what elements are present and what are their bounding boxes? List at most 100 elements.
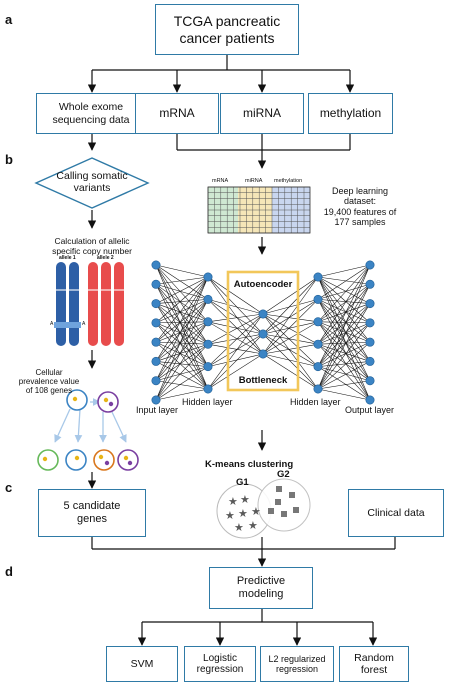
clinical-data-box: Clinical data <box>348 489 444 537</box>
cell-mutation-dots <box>42 396 133 466</box>
hidden-layer-left-label: Hidden layer <box>182 397 233 407</box>
mirna-box: miRNA <box>220 93 304 134</box>
copy-number-label: Calculation of allelic specific copy num… <box>52 236 132 256</box>
panel-label-b: b <box>5 152 13 167</box>
calling-variants-label: Calling somatic variants <box>56 170 128 195</box>
bottleneck-label: Bottleneck <box>238 375 288 386</box>
model-random-forest-box: Random forest <box>339 646 409 682</box>
network-node-1-3 <box>203 339 213 349</box>
kmeans-clusters: ★★ ★★★ ★★ <box>216 478 311 539</box>
svg-text:★: ★ <box>225 509 235 522</box>
cell-root <box>66 389 88 411</box>
svg-text:★: ★ <box>240 493 250 506</box>
top-connectors <box>87 55 396 646</box>
mrna-box: mRNA <box>135 93 219 134</box>
cell-leaf-1 <box>37 449 59 471</box>
network-node-3-3 <box>313 339 323 349</box>
dataset-header-methylation: methylation <box>274 178 303 184</box>
cluster-g2 <box>257 478 311 532</box>
cell-leaf-2 <box>65 449 87 471</box>
dataset-header-mrna: mRNA <box>212 178 229 184</box>
output-layer-label: Output layer <box>345 405 395 415</box>
network-node-1-0 <box>203 272 213 282</box>
marker-label-left: A <box>50 321 54 327</box>
panel-label-d: d <box>5 564 13 579</box>
network-node-4-5 <box>365 356 375 366</box>
network-node-3-5 <box>313 384 323 394</box>
network-edges <box>155 264 371 401</box>
hidden-layer-right-label: Hidden layer <box>290 397 341 407</box>
svg-text:★: ★ <box>251 505 261 518</box>
chromosome-centromeres <box>56 289 124 291</box>
network-node-3-1 <box>313 294 323 304</box>
kmeans-title: K-means clustering <box>205 459 294 470</box>
predictive-modeling-box: Predictive modeling <box>209 567 313 609</box>
network-node-4-1 <box>365 279 375 289</box>
marker-label-right: A <box>82 321 86 327</box>
cluster-g2-squares <box>268 486 299 517</box>
svg-text:★: ★ <box>234 521 244 534</box>
network-node-1-4 <box>203 362 213 372</box>
cluster-g1-label: G1 <box>236 477 249 488</box>
network-node-4-6 <box>365 376 375 386</box>
network-node-0-5 <box>151 356 161 366</box>
network-node-0-7 <box>151 395 161 405</box>
network-node-4-4 <box>365 337 375 347</box>
network-node-1-5 <box>203 384 213 394</box>
network-node-0-1 <box>151 279 161 289</box>
panel-label-a: a <box>5 12 13 27</box>
model-logistic-box: Logistic regression <box>184 646 256 682</box>
cluster-g1-stars: ★★ ★★★ ★★ <box>225 493 261 534</box>
network-node-1-1 <box>203 294 213 304</box>
allele2-label: allele 2 <box>97 255 114 261</box>
network-node-3-4 <box>313 362 323 372</box>
candidate-genes-box: 5 candidate genes <box>38 489 146 537</box>
network-node-0-0 <box>151 260 161 270</box>
dataset-description: Deep learning dataset: 19,400 features o… <box>323 186 397 228</box>
network-node-2-1 <box>258 329 268 339</box>
svg-text:★: ★ <box>238 507 248 520</box>
chromosome-red <box>88 262 124 346</box>
network-node-4-7 <box>365 395 375 405</box>
network-node-3-0 <box>313 272 323 282</box>
allele1-label: allele 1 <box>59 255 76 261</box>
network-node-2-2 <box>258 349 268 359</box>
model-l2-box: L2 regularized regression <box>260 646 334 682</box>
network-nodes <box>151 260 375 405</box>
calling-variants-diamond <box>34 157 150 209</box>
autoencoder-network <box>151 260 375 405</box>
input-layer-label: Input layer <box>136 405 179 415</box>
wes-data-box: Whole exome sequencing data <box>36 93 146 134</box>
prevalence-label: Cellular prevalence value of 108 genes <box>18 368 80 396</box>
methylation-box: methylation <box>308 93 393 134</box>
dataset-grid <box>207 186 311 234</box>
network-node-1-2 <box>203 317 213 327</box>
chromosome-illustration <box>54 262 124 346</box>
network-node-4-0 <box>365 260 375 270</box>
network-node-4-3 <box>365 318 375 328</box>
svg-text:★: ★ <box>248 519 258 532</box>
autoencoder-label: Autoencoder <box>233 279 293 290</box>
cell-second <box>97 391 119 413</box>
network-node-0-2 <box>151 299 161 309</box>
dataset-header-mirna: miRNA <box>245 178 263 184</box>
cluster-g2-label: G2 <box>277 469 290 480</box>
svg-text:★: ★ <box>228 495 238 508</box>
network-node-0-6 <box>151 376 161 386</box>
chromosome-band <box>54 322 81 328</box>
cell-tree-edges <box>54 398 127 443</box>
cell-tree <box>37 389 139 471</box>
chromosome-blue <box>56 262 79 346</box>
network-node-3-2 <box>313 317 323 327</box>
model-svm-box: SVM <box>106 646 178 682</box>
network-node-0-3 <box>151 318 161 328</box>
tcga-patients-box: TCGA pancreatic cancer patients <box>155 4 299 55</box>
bottleneck-frame <box>226 270 300 392</box>
cell-leaf-3 <box>93 449 115 471</box>
network-node-2-0 <box>258 309 268 319</box>
cell-leaf-4 <box>117 449 139 471</box>
panel-label-c: c <box>5 480 13 495</box>
network-node-0-4 <box>151 337 161 347</box>
network-node-4-2 <box>365 299 375 309</box>
